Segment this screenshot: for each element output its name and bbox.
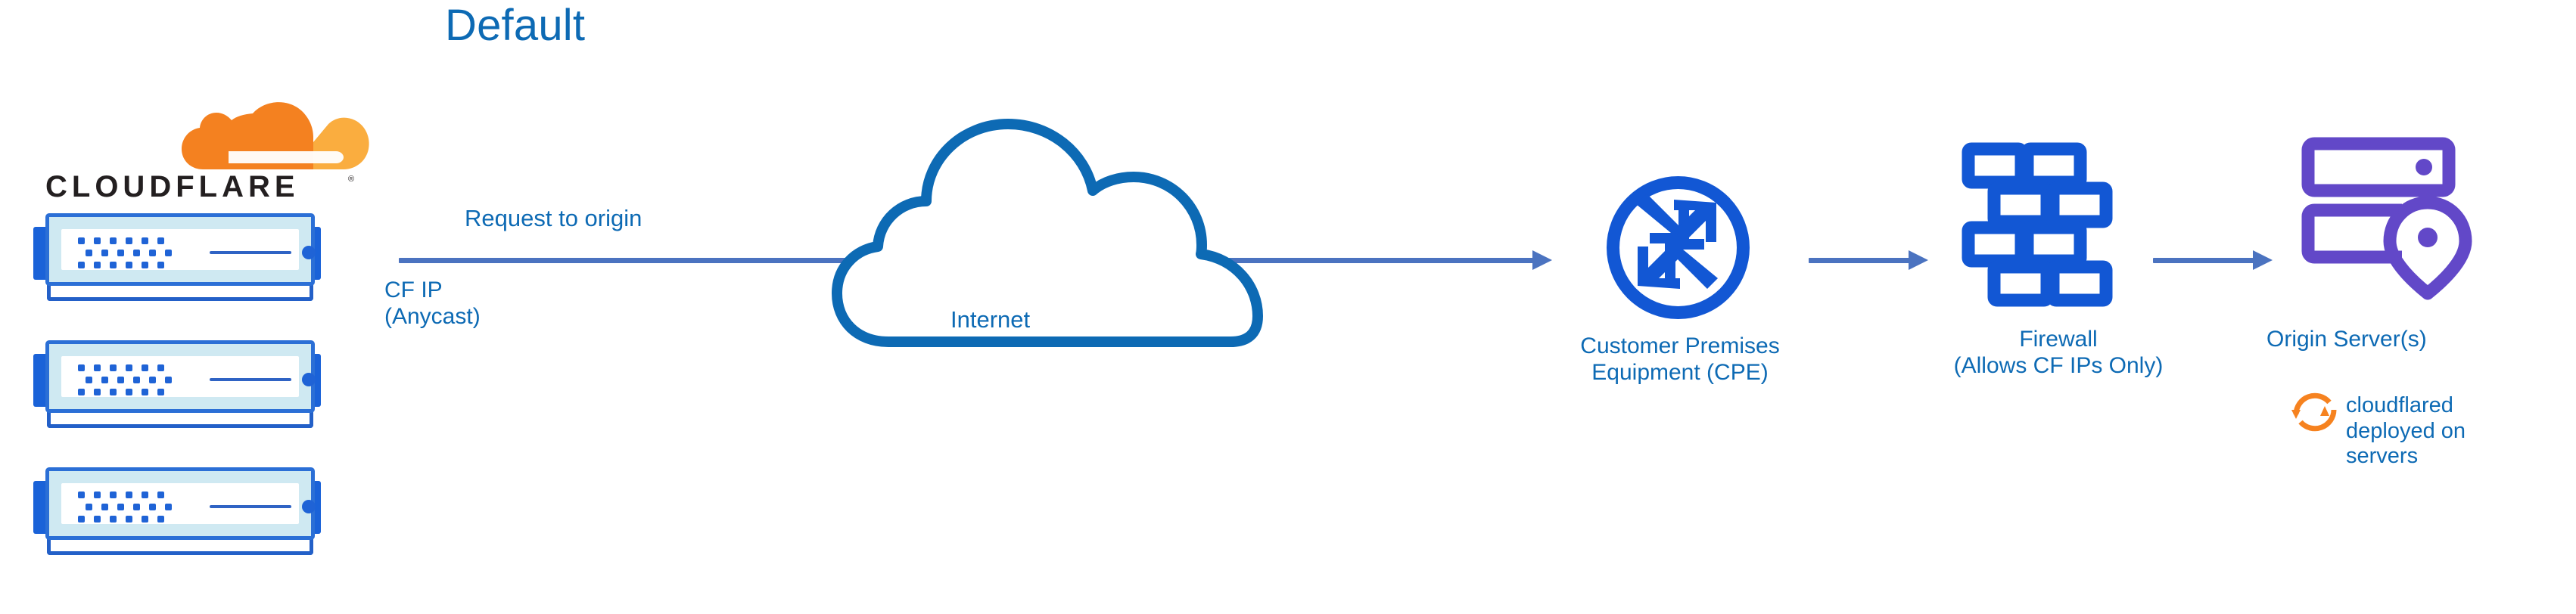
edge-server-2 [11,339,344,428]
brick-wall-icon-svg [1962,142,2113,307]
edge-server-1 [11,212,344,301]
connector-firewall-to-origin-line [2153,258,2254,263]
connector-firewall-to-origin-arrowhead [2253,250,2273,270]
server-led-grid-icon [78,492,176,523]
server-rack-pin-icon [2301,136,2479,302]
cloudflare-cloud-mark-icon [182,102,369,169]
internet-cloud-node [829,106,1283,348]
cpe-label: Customer Premises Equipment (CPE) [1580,333,1780,385]
server-rack-pin-icon-svg [2301,137,2472,300]
server-led-grid-icon [78,364,176,396]
server-front-panel [61,356,316,397]
brick-wall-icon [1962,142,2113,307]
server-front-panel [61,229,316,270]
cloud-outline-icon [832,119,1263,347]
server-status-bar [210,378,291,381]
server-power-dot-icon [302,500,316,513]
server-power-dot-icon [302,373,316,386]
router-circle-icon-svg [1607,176,1750,319]
connector-cpe-to-firewall-arrowhead [1909,250,1928,270]
server-front-panel [61,483,316,524]
page-title: Default [445,1,586,50]
sync-arrows-icon-svg [2291,392,2337,432]
connector-cpe-to-firewall-line [1809,258,1910,263]
connector-request-label: Request to origin [465,205,642,231]
server-power-dot-icon [302,246,316,259]
cloudflare-wordmark: CLOUDFLARE ® [45,170,354,203]
server-status-bar [210,505,291,508]
cloudflared-note-label: cloudflared deployed on servers [2346,393,2466,469]
router-circle-icon [1604,174,1752,321]
server-chassis [45,467,316,540]
origin-server-label: Origin Server(s) [2266,327,2427,352]
svg-text:CLOUDFLARE: CLOUDFLARE [45,170,300,203]
svg-text:®: ® [348,175,354,184]
sync-arrows-icon [2290,387,2340,437]
server-chassis [45,213,316,286]
server-chassis [45,340,316,413]
server-led-grid-icon [78,237,176,269]
cloudflare-logo: CLOUDFLARE ® [20,97,369,203]
cf-ip-anycast-label: CF IP (Anycast) [384,278,481,329]
connector-edge-to-cpe-arrowhead [1532,250,1552,270]
firewall-label: Firewall (Allows CF IPs Only) [1953,327,2164,378]
edge-server-3 [11,466,344,555]
server-status-bar [210,251,291,254]
internet-label: Internet [950,306,1031,333]
